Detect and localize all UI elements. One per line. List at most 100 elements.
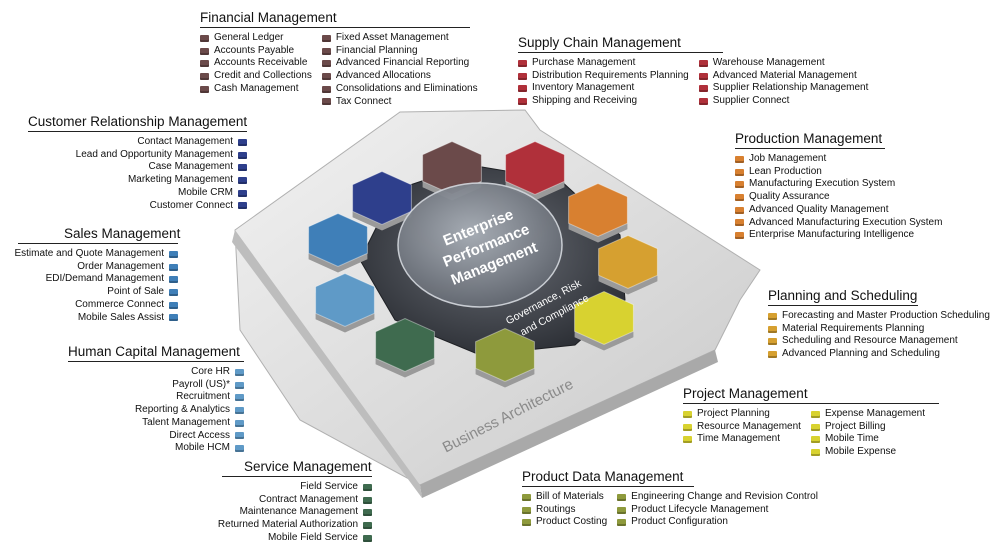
list-item-label: Estimate and Quote Management xyxy=(14,248,164,261)
financial-col1: General LedgerAccounts PayableAccounts R… xyxy=(200,32,312,108)
list-item-label: Lean Production xyxy=(749,166,822,179)
list-item: Point of Sale xyxy=(107,286,178,299)
bullet-icon xyxy=(363,509,372,516)
list-item: Supplier Relationship Management xyxy=(699,82,869,95)
list-item-label: Project Planning xyxy=(697,408,770,421)
list-item: Resource Management xyxy=(683,421,801,434)
list-item: Reporting & Analytics xyxy=(135,404,244,417)
list-item: Routings xyxy=(522,504,607,517)
list-item: Tax Connect xyxy=(322,96,478,109)
project-col2: Expense ManagementProject BillingMobile … xyxy=(811,408,925,459)
bullet-icon xyxy=(522,519,531,526)
bullet-icon xyxy=(200,73,209,80)
list-item: Case Management xyxy=(149,161,248,174)
bullet-icon xyxy=(235,382,244,389)
financial-title: Financial Management xyxy=(200,10,470,28)
list-item: Order Management xyxy=(77,261,178,274)
project-management: Project Management Project PlanningResou… xyxy=(683,386,939,459)
list-item-label: Mobile Field Service xyxy=(268,532,358,545)
list-item-label: Inventory Management xyxy=(532,82,634,95)
list-item-label: Marketing Management xyxy=(128,174,233,187)
list-item: Field Service xyxy=(300,481,372,494)
bullet-icon xyxy=(322,73,331,80)
service-title: Service Management xyxy=(222,459,372,477)
bullet-icon xyxy=(169,302,178,309)
bullet-icon xyxy=(238,139,247,146)
list-item: Mobile Time xyxy=(811,433,925,446)
list-item-label: Resource Management xyxy=(697,421,801,434)
list-item-label: Contract Management xyxy=(259,494,358,507)
list-item-label: Supplier Connect xyxy=(713,95,790,108)
sales-title: Sales Management xyxy=(18,226,178,244)
bullet-icon xyxy=(735,194,744,201)
crm: Customer Relationship Management Contact… xyxy=(28,114,247,212)
production-title: Production Management xyxy=(735,131,885,149)
list-item-label: EDI/Demand Management xyxy=(46,273,164,286)
list-item-label: Advanced Allocations xyxy=(336,70,431,83)
list-item-label: Material Requirements Planning xyxy=(782,323,924,336)
list-item: EDI/Demand Management xyxy=(46,273,178,286)
list-item-label: Direct Access xyxy=(169,430,230,443)
list-item-label: Supplier Relationship Management xyxy=(713,82,869,95)
list-item-label: Payroll (US)* xyxy=(172,379,230,392)
supply-chain-management: Supply Chain Management Purchase Managem… xyxy=(518,35,723,108)
bullet-icon xyxy=(322,48,331,55)
list-item: Consolidations and Eliminations xyxy=(322,83,478,96)
list-item-label: Customer Connect xyxy=(150,200,233,213)
list-item-label: Quality Assurance xyxy=(749,191,830,204)
list-item-label: Accounts Payable xyxy=(214,45,294,58)
list-item: Lean Production xyxy=(735,166,942,179)
list-item: Advanced Allocations xyxy=(322,70,478,83)
hcm-col1: Core HRPayroll (US)*RecruitmentReporting… xyxy=(135,366,244,455)
bullet-icon xyxy=(699,73,708,80)
list-item: Advanced Planning and Scheduling xyxy=(768,348,990,361)
list-item: Mobile CRM xyxy=(178,187,247,200)
list-item: Contract Management xyxy=(259,494,372,507)
list-item-label: Financial Planning xyxy=(336,45,418,58)
list-item: Accounts Payable xyxy=(200,45,312,58)
hcm-title: Human Capital Management xyxy=(68,344,244,362)
bullet-icon xyxy=(169,289,178,296)
list-item: Forecasting and Master Production Schedu… xyxy=(768,310,990,323)
service-management: Service Management Field ServiceContract… xyxy=(222,459,372,545)
list-item: Job Management xyxy=(735,153,942,166)
list-item: Mobile Sales Assist xyxy=(78,312,178,325)
list-item: Financial Planning xyxy=(322,45,478,58)
list-item: Credit and Collections xyxy=(200,70,312,83)
list-item-label: Time Management xyxy=(697,433,780,446)
bullet-icon xyxy=(699,60,708,67)
list-item: Advanced Manufacturing Execution System xyxy=(735,217,942,230)
bullet-icon xyxy=(617,507,626,514)
list-item-label: Distribution Requirements Planning xyxy=(532,70,689,83)
bullet-icon xyxy=(699,85,708,92)
list-item-label: Advanced Material Management xyxy=(713,70,857,83)
list-item: Customer Connect xyxy=(150,200,247,213)
list-item: Mobile Expense xyxy=(811,446,925,459)
list-item-label: Advanced Quality Management xyxy=(749,204,889,217)
list-item: Distribution Requirements Planning xyxy=(518,70,689,83)
bullet-icon xyxy=(238,202,247,209)
list-item: Advanced Material Management xyxy=(699,70,869,83)
bullet-icon xyxy=(169,314,178,321)
bullet-icon xyxy=(617,494,626,501)
list-item-label: Product Lifecycle Management xyxy=(631,504,768,517)
list-item: Bill of Materials xyxy=(522,491,607,504)
planning-scheduling: Planning and Scheduling Forecasting and … xyxy=(768,288,918,361)
list-item: Project Planning xyxy=(683,408,801,421)
bullet-icon xyxy=(363,522,372,529)
list-item-label: Mobile Time xyxy=(825,433,879,446)
bullet-icon xyxy=(235,420,244,427)
list-item-label: Enterprise Manufacturing Intelligence xyxy=(749,229,914,242)
list-item: Time Management xyxy=(683,433,801,446)
bullet-icon xyxy=(169,264,178,271)
list-item: Supplier Connect xyxy=(699,95,869,108)
supply-col1: Purchase ManagementDistribution Requirem… xyxy=(518,57,689,108)
list-item-label: Manufacturing Execution System xyxy=(749,178,895,191)
bullet-icon xyxy=(518,98,527,105)
list-item: Quality Assurance xyxy=(735,191,942,204)
bullet-icon xyxy=(200,86,209,93)
bullet-icon xyxy=(235,369,244,376)
list-item: Warehouse Management xyxy=(699,57,869,70)
